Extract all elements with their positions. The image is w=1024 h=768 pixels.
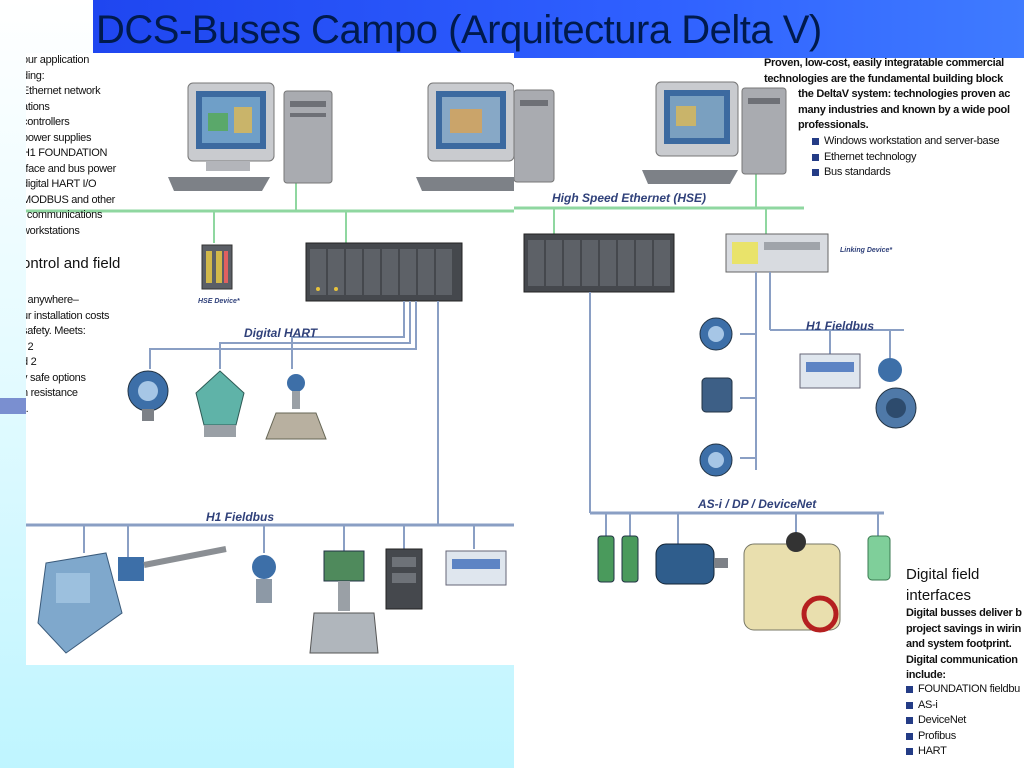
left-architecture-panel: HSE Device* Digital HART: [26, 53, 514, 665]
magnetic-flowmeter-icon: [875, 358, 917, 429]
left-text-line: Ethernet network: [26, 85, 101, 97]
digital-hart-label: Digital HART: [244, 326, 319, 340]
controller-rack-icon-2: [523, 233, 675, 293]
left-text-line: ur installation costs: [26, 309, 110, 322]
desc-line: Digital communication: [906, 653, 1018, 666]
left-text-line: y safe options: [26, 371, 86, 384]
transmitter-icon-2: [699, 317, 733, 351]
left-text-line: H1 FOUNDATION: [26, 147, 108, 159]
workstation-computer-icon-4: [642, 81, 787, 184]
left-section-heading: ontrol and field: [26, 255, 121, 272]
control-valve-icon: [309, 550, 379, 654]
pressure-transmitter-icon: [252, 555, 276, 603]
left-text-line: MODBUS and other: [26, 193, 116, 206]
bullet-item: Profibus: [904, 729, 1020, 745]
right-architecture-panel: High Speed Ethernet (HSE): [514, 58, 1024, 768]
green-sensor-icon: [867, 535, 891, 581]
digital-bus-bullets: FOUNDATION fieldbu AS-i DeviceNet Profib…: [904, 682, 1020, 760]
left-text-line: safety. Meets:: [26, 325, 86, 337]
bullet-item: HART: [904, 744, 1020, 760]
left-text-line: ding:: [26, 69, 45, 82]
left-text-line: n resistance: [26, 387, 78, 399]
intro-line: technologies are the fundamental buildin…: [764, 72, 1003, 85]
digital-field-heading: Digital field interfaces: [906, 564, 979, 606]
proximity-sensor-icon: [597, 535, 639, 583]
technology-bullets: Windows workstation and server-base Ethe…: [810, 134, 1000, 181]
left-text-line: workstations: [26, 224, 80, 237]
hse-label: High Speed Ethernet (HSE): [552, 191, 706, 205]
workstation-computer-icon-3: [514, 89, 555, 183]
transmitter-icon: [127, 370, 169, 421]
desc-line: Digital busses deliver b: [906, 607, 1022, 619]
io-module-icon: [385, 548, 423, 610]
asi-label: AS-i / DP / DeviceNet: [697, 497, 817, 511]
title-band: [93, 0, 1024, 62]
left-text-line: our application: [26, 54, 90, 66]
bullet-item: AS-i: [904, 698, 1020, 714]
fieldbus-module-icon-2: [799, 353, 861, 389]
bullet-item: FOUNDATION fieldbu: [904, 682, 1020, 698]
left-text-line: ations: [26, 100, 50, 113]
right-intro-text: Proven, low-cost, easily integratable co…: [764, 58, 1010, 134]
digital-field-description: Digital busses deliver b project savings…: [906, 606, 1022, 684]
coriolis-flowmeter-icon: [195, 370, 245, 437]
motor-icon: [655, 543, 728, 585]
left-text-line: l communications: [26, 209, 103, 221]
fieldbus-module-icon: [445, 550, 507, 586]
valve-actuator-icon: [743, 532, 841, 633]
h1-fieldbus-label: H1 Fieldbus: [206, 510, 274, 524]
left-text-line: d 2: [26, 356, 37, 368]
left-text-line: controllers: [26, 116, 70, 128]
heading-line: Digital field: [906, 566, 980, 583]
left-benefits-list: t anywhere– ur installation costs safety…: [26, 293, 110, 418]
bullet-item: Bus standards: [810, 165, 999, 181]
temperature-sensor-icon: [118, 546, 227, 581]
left-text-line: . 2: [26, 340, 34, 353]
desc-line: and system footprint.: [906, 638, 1012, 650]
left-text-line: digital HART I/O: [26, 178, 97, 190]
left-accent-bar: [0, 398, 26, 414]
desc-line: include:: [906, 669, 946, 681]
left-features-list: our application ding: Ethernet network a…: [26, 53, 116, 239]
junction-box-icon: [701, 377, 733, 413]
controller-rack-icon: [305, 242, 463, 302]
left-text-line: power supplies: [26, 131, 92, 144]
heading-line: interfaces: [906, 587, 972, 604]
linking-device-icon: [725, 233, 829, 273]
right-diagram: High Speed Ethernet (HSE): [514, 81, 917, 633]
workstation-computer-icon: [168, 82, 333, 191]
left-text-line: t anywhere–: [26, 294, 79, 306]
bullet-item: Ethernet technology: [810, 150, 999, 166]
intro-line: Proven, low-cost, easily integratable co…: [764, 58, 1004, 69]
hse-device-icon: [201, 244, 233, 290]
intro-line: professionals.: [798, 119, 869, 131]
valve-transmitter-icon: [265, 374, 327, 440]
desc-line: project savings in wirin: [906, 622, 1022, 635]
bullet-item: DeviceNet: [904, 713, 1020, 729]
transmitter-icon-3: [699, 443, 733, 477]
intro-line: the DeltaV system: technologies proven a…: [798, 88, 1011, 100]
intro-line: many industries and known by a wide pool: [798, 103, 1010, 116]
linking-device-label: Linking Device*: [840, 247, 892, 254]
left-text-line: ".: [26, 402, 109, 418]
left-diagram: HSE Device* Digital HART: [26, 82, 514, 654]
hse-device-label: HSE Device*: [198, 298, 240, 305]
workstation-computer-icon-2: [416, 82, 514, 191]
actuator-icon: [37, 552, 123, 654]
h1-fieldbus-label-2: H1 Fieldbus: [806, 319, 874, 333]
left-text-line: rface and bus power: [26, 162, 116, 175]
bullet-item: Windows workstation and server-base: [810, 134, 1000, 150]
slide-title: DCS-Buses Campo (Arquitectura Delta V): [96, 8, 822, 52]
